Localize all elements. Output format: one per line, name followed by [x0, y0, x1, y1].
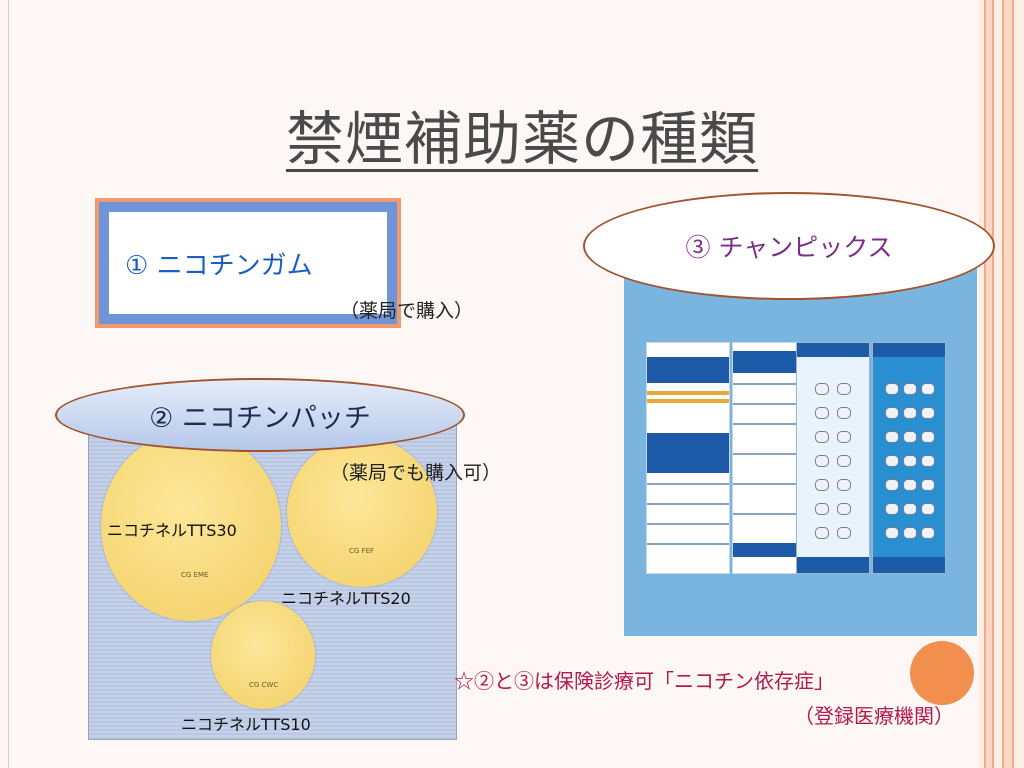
insurance-footnote: ☆②と③は保険診療可「ニコチン依存症」	[454, 669, 834, 693]
champix-oval: ③ チャンピックス	[583, 192, 995, 300]
champix-label: ③ チャンピックス	[685, 233, 893, 262]
patch-disc-tts20	[287, 437, 437, 587]
nicotine-patch-label: ② ニコチンパッチ	[149, 402, 371, 434]
patch-disc-tts10	[211, 601, 315, 709]
nicotine-gum-box: ① ニコチンガム	[95, 198, 401, 328]
patch-code-tts30: CG EME	[181, 571, 209, 579]
nicotine-patch-oval: ② ニコチンパッチ	[55, 378, 465, 452]
patch-label-tts10: ニコチネルTTS10	[181, 715, 311, 734]
gum-purchase-note: （薬局で購入）	[340, 300, 474, 322]
slide-title: 禁煙補助薬の種類	[285, 105, 758, 173]
left-border-line	[8, 0, 9, 768]
patch-label-tts20: ニコチネルTTS20	[281, 589, 411, 608]
patch-code-tts10: CG CWC	[249, 681, 279, 689]
champix-package-photo	[624, 262, 977, 636]
registered-institution-note: （登録医療機関）	[794, 704, 954, 728]
nicotine-gum-label: ① ニコチンガム	[125, 250, 313, 281]
patch-code-tts20: CG FEF	[349, 547, 375, 555]
right-decorative-stripes	[978, 0, 1024, 768]
champix-blister-week1	[796, 342, 870, 574]
patch-purchase-note: （薬局でも購入可）	[330, 462, 502, 484]
patch-disc-tts30	[101, 431, 281, 621]
patch-label-tts30: ニコチネルTTS30	[107, 521, 237, 540]
champix-blister-week2	[872, 342, 946, 574]
nicotine-patch-photo: CG EME CG FEF CG CWC ニコチネルTTS30 ニコチネルTTS…	[88, 420, 457, 740]
champix-box-front	[646, 342, 730, 574]
orange-decorative-dot	[910, 641, 974, 705]
